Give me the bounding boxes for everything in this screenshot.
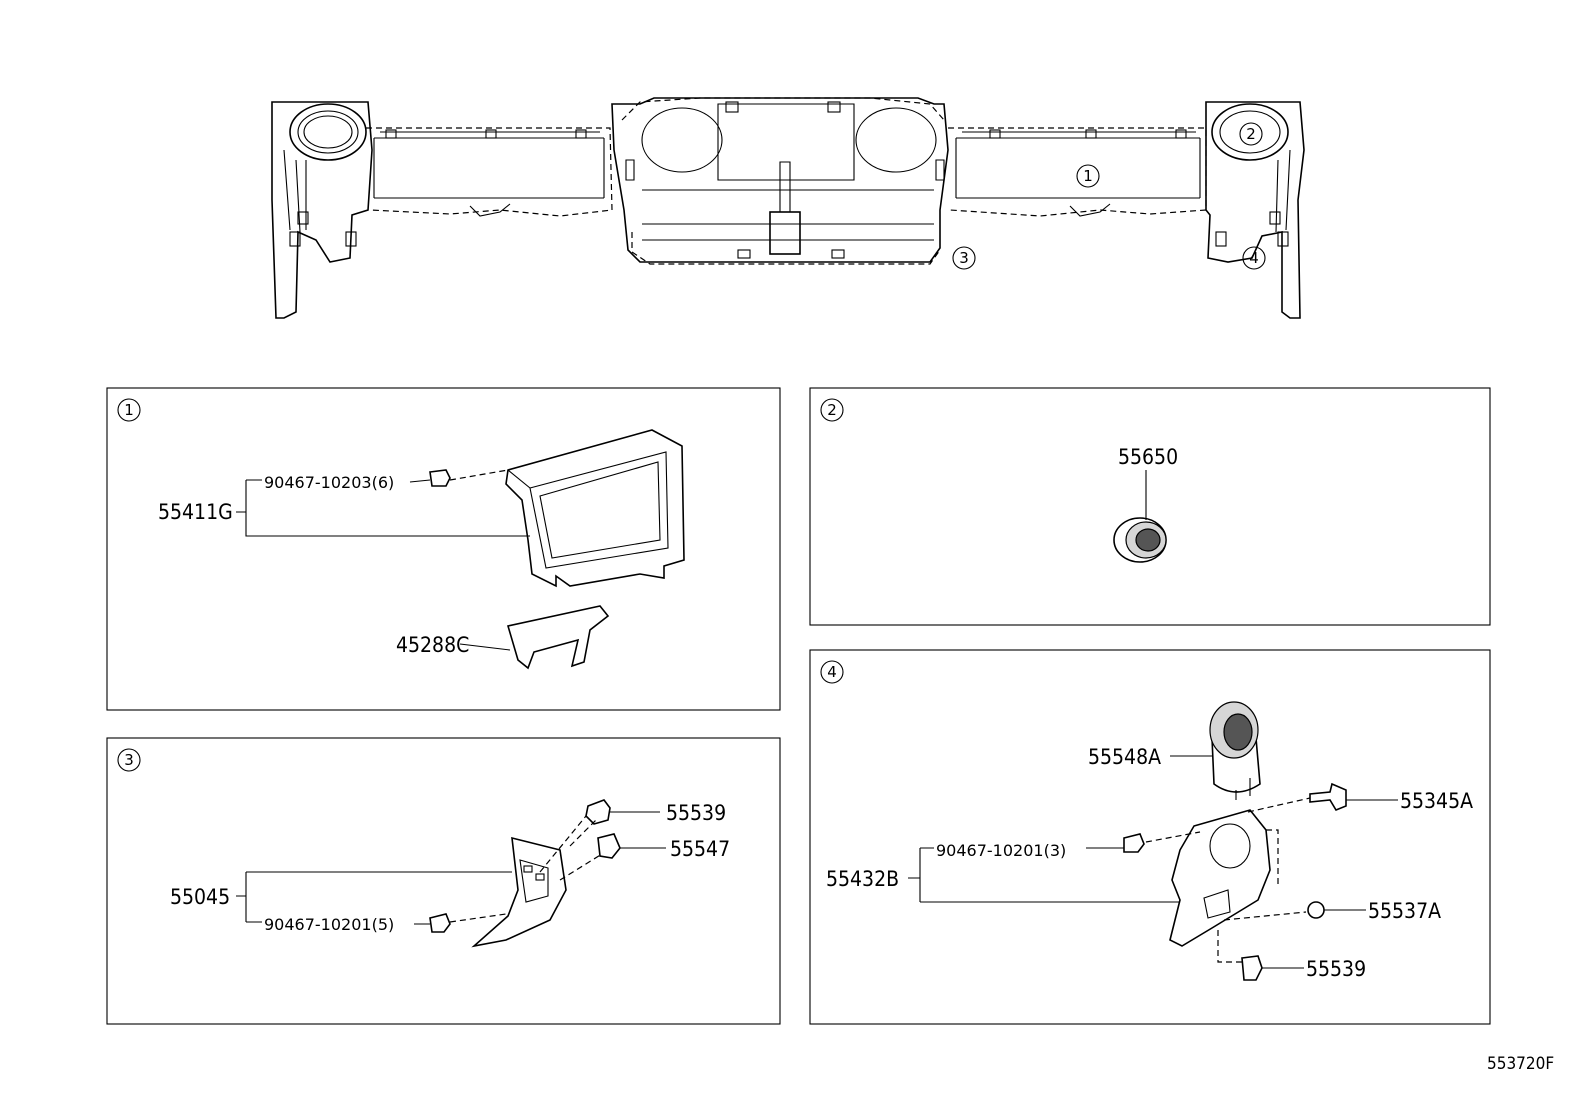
svg-text:2: 2 bbox=[827, 401, 837, 419]
panel-3-callout: 3 bbox=[117, 748, 141, 772]
svg-text:3: 3 bbox=[959, 249, 969, 267]
svg-text:4: 4 bbox=[1249, 249, 1259, 267]
svg-text:1: 1 bbox=[1083, 167, 1093, 185]
label-55548A[interactable]: 55548A bbox=[1088, 745, 1161, 769]
instrument-panel-overview bbox=[271, 97, 1305, 319]
panel-1: 1 55411G 90467-10203(6) 45288C bbox=[106, 387, 781, 711]
panel-2: 2 55650 bbox=[809, 387, 1491, 626]
label-45288C[interactable]: 45288C bbox=[396, 633, 469, 657]
label-90467-10201-3[interactable]: 90467-10201(3) bbox=[936, 841, 1066, 860]
overview-callout-3[interactable]: 3 bbox=[952, 246, 976, 270]
panel-2-callout: 2 bbox=[820, 398, 844, 422]
svg-text:2: 2 bbox=[1246, 125, 1256, 143]
label-90467-10201-5[interactable]: 90467-10201(5) bbox=[264, 915, 394, 934]
label-55432B[interactable]: 55432B bbox=[826, 867, 899, 891]
overview-callout-1[interactable]: 1 bbox=[1076, 164, 1100, 188]
label-55547[interactable]: 55547 bbox=[670, 837, 730, 861]
label-55411G[interactable]: 55411G bbox=[158, 500, 233, 524]
panel-1-callout: 1 bbox=[117, 398, 141, 422]
panel-4-callout: 4 bbox=[820, 660, 844, 684]
label-55345A[interactable]: 55345A bbox=[1400, 789, 1473, 813]
overview-callout-4[interactable]: 4 bbox=[1242, 246, 1266, 270]
panel-3: 3 55539 55547 55045 90467-10201(5) bbox=[106, 737, 781, 1025]
label-55045[interactable]: 55045 bbox=[170, 885, 230, 909]
figure-code: 553720F bbox=[1487, 1054, 1554, 1074]
svg-text:4: 4 bbox=[827, 663, 837, 681]
label-55539-b[interactable]: 55539 bbox=[1306, 957, 1366, 981]
panel-4: 4 55548A 55345A 90467-10201(3) 55432B 55… bbox=[809, 649, 1491, 1025]
label-55650[interactable]: 55650 bbox=[1118, 445, 1178, 469]
overview-callout-2[interactable]: 2 bbox=[1239, 122, 1263, 146]
label-55539-a[interactable]: 55539 bbox=[666, 801, 726, 825]
label-55537A[interactable]: 55537A bbox=[1368, 899, 1441, 923]
svg-text:3: 3 bbox=[124, 751, 134, 769]
label-90467-10203-6[interactable]: 90467-10203(6) bbox=[264, 473, 394, 492]
svg-text:1: 1 bbox=[124, 401, 134, 419]
